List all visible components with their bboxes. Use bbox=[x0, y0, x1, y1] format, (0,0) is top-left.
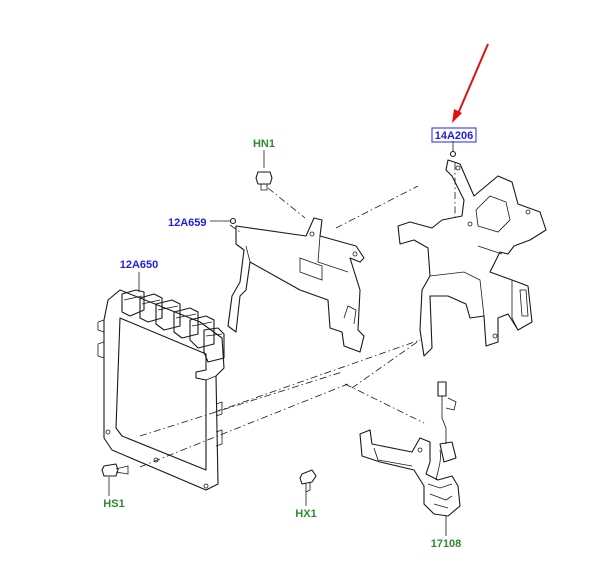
bolt-hn1[interactable] bbox=[255, 150, 273, 191]
assembly-lines bbox=[139, 163, 456, 468]
screw-hs1[interactable] bbox=[101, 463, 129, 496]
label-14a206[interactable]: 14A206 bbox=[435, 130, 474, 142]
label-17108[interactable]: 17108 bbox=[431, 538, 462, 550]
bracket-12a659[interactable] bbox=[210, 217, 365, 353]
screw-hx1[interactable] bbox=[299, 469, 317, 506]
red-pointer-arrow bbox=[452, 43, 489, 123]
sensor-17108[interactable] bbox=[359, 381, 461, 536]
ecm-module-12a650[interactable] bbox=[97, 272, 225, 491]
highlight-box-14a206 bbox=[431, 127, 477, 143]
label-12a659[interactable]: 12A659 bbox=[168, 217, 207, 229]
label-hn1[interactable]: HN1 bbox=[253, 138, 275, 150]
bracket-14a206[interactable] bbox=[397, 141, 547, 357]
label-12a650[interactable]: 12A650 bbox=[120, 259, 159, 271]
label-hs1[interactable]: HS1 bbox=[103, 498, 124, 510]
label-hx1[interactable]: HX1 bbox=[295, 508, 316, 520]
